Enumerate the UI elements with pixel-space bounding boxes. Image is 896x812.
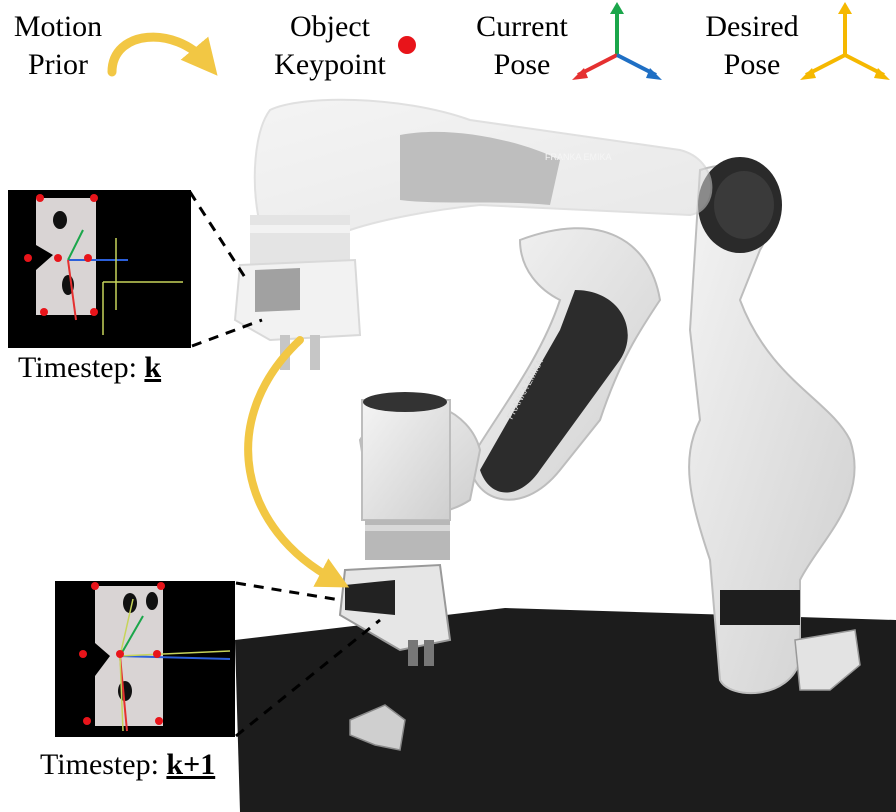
motion-prior-arrow <box>244 336 350 588</box>
current-pose-line1: Current <box>476 10 568 43</box>
dash-k-top <box>188 191 250 283</box>
inset-timestep-k1 <box>55 581 235 737</box>
robot-arm: FRANKA EMIKA <box>338 157 856 695</box>
dash-k1-bottom <box>235 618 381 738</box>
current-pose-legend-icon <box>572 2 662 80</box>
keypoint-legend-icon <box>398 36 416 54</box>
brand-text-upper: FRANKA EMIKA <box>545 152 612 162</box>
timestep-k-prefix: Timestep: <box>18 351 145 384</box>
desired-pose-legend-icon <box>800 2 890 80</box>
motion-prior-line2: Prior <box>28 48 88 81</box>
dash-k1-top <box>235 581 341 602</box>
inset-timestep-k <box>8 190 191 348</box>
timestep-k1-caption: Timestep: k+1 <box>40 748 215 782</box>
desired-pose-line1: Desired <box>705 10 799 43</box>
bracket-on-table <box>349 704 406 751</box>
timestep-k-value: k <box>144 351 162 384</box>
dash-k-bottom <box>191 318 263 348</box>
timestep-k-caption: Timestep: k <box>18 351 161 385</box>
desired-pose-line2: Pose <box>723 48 781 81</box>
bracket-near-base <box>794 629 861 691</box>
object-keypoint-line2: Keypoint <box>274 48 386 81</box>
motion-prior-label: Motion Prior <box>8 8 108 84</box>
timestep-k1-value: k+1 <box>166 748 216 781</box>
desired-pose-label: Desired Pose <box>692 8 812 84</box>
current-pose-line2: Pose <box>493 48 551 81</box>
object-keypoint-line1: Object <box>290 10 370 43</box>
motion-prior-legend-icon <box>107 32 218 77</box>
motion-prior-line1: Motion <box>13 10 103 43</box>
timestep-k1-prefix: Timestep: <box>40 748 167 781</box>
object-keypoint-label: Object Keypoint <box>270 8 390 84</box>
current-pose-label: Current Pose <box>462 8 582 84</box>
robot-arm-ghost: FRANKA EMIKA <box>233 98 713 370</box>
